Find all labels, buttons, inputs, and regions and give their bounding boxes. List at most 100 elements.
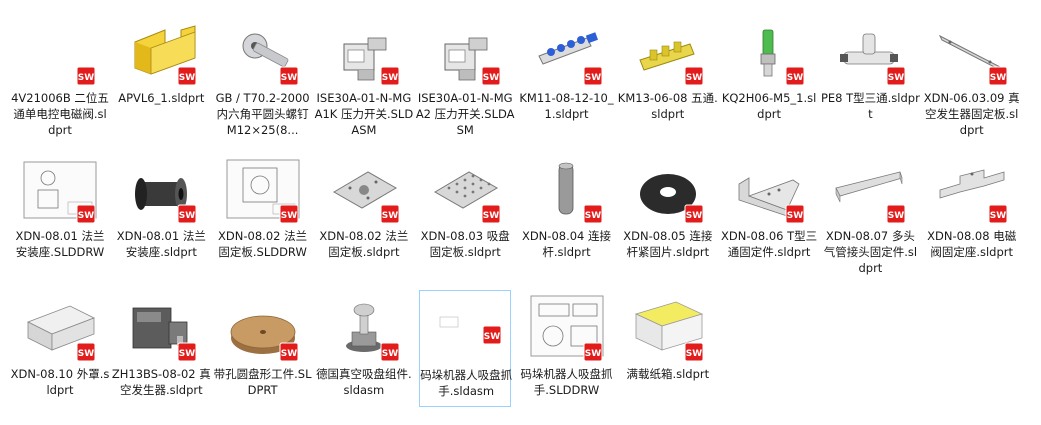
- file-name: KM11-08-12-10_1.sldprt: [519, 91, 614, 121]
- solidworks-icon: SW: [482, 325, 502, 345]
- file-name: XDN-08.10 外罩.sldprt: [10, 367, 110, 397]
- svg-text:SW: SW: [584, 211, 600, 221]
- file-item[interactable]: SW KM13-06-08 五通.sldprt: [618, 14, 718, 121]
- file-item[interactable]: SW 满载纸箱.sldprt: [622, 290, 714, 396]
- file-item[interactable]: SW XDN-08.08 电磁阀固定座.sldprt: [926, 152, 1018, 259]
- file-item[interactable]: SW KM11-08-12-10_1.sldprt: [519, 14, 614, 121]
- file-item[interactable]: SW ISE30A-01-N-MGA2 压力开关.SLDASM: [416, 14, 515, 137]
- file-name: 码垛机器人吸盘抓手.SLDDRW: [520, 367, 613, 397]
- svg-text:SW: SW: [382, 349, 398, 359]
- file-name: ISE30A-01-N-MGA1K 压力开关.SLDASM: [314, 91, 414, 137]
- file-name: KM13-06-08 五通.sldprt: [617, 91, 718, 121]
- file-item[interactable]: SW GB / T70.2-2000内六角平圆头螺钉M12×25(8...: [216, 14, 310, 137]
- svg-text:SW: SW: [382, 211, 398, 221]
- file-item[interactable]: SW 码垛机器人吸盘抓手.sldasm: [419, 290, 512, 407]
- svg-text:SW: SW: [179, 349, 195, 359]
- svg-text:SW: SW: [686, 73, 702, 83]
- file-thumbnail: [628, 16, 708, 92]
- solidworks-icon: SW: [886, 66, 906, 86]
- file-item[interactable]: SW 码垛机器人吸盘抓手.SLDDRW: [521, 290, 613, 397]
- file-thumbnail: [425, 16, 505, 92]
- file-name: XDN-08.05 连接杆紧固片.sldprt: [623, 229, 713, 259]
- file-thumbnail: [20, 292, 100, 368]
- file-name: 带孔圆盘形工件.SLDPRT: [213, 367, 312, 397]
- file-thumbnail: [830, 16, 910, 92]
- file-item[interactable]: SW 德国真空吸盘组件.sldasm: [316, 290, 412, 397]
- file-item[interactable]: SW APVL6_1.sldprt: [115, 14, 207, 120]
- svg-text:SW: SW: [584, 349, 600, 359]
- solidworks-icon: SW: [684, 66, 704, 86]
- file-name: 德国真空吸盘组件.sldasm: [316, 367, 412, 397]
- file-name: XDN-08.06 T型三通固定件.sldprt: [721, 229, 818, 259]
- solidworks-icon: SW: [279, 342, 299, 362]
- file-item[interactable]: SW XDN-08.03 吸盘固定板.sldprt: [419, 152, 511, 259]
- svg-text:SW: SW: [483, 211, 499, 221]
- file-name: XDN-08.03 吸盘固定板.sldprt: [420, 229, 510, 259]
- solidworks-icon: SW: [481, 66, 501, 86]
- solidworks-icon: SW: [76, 66, 96, 86]
- solidworks-icon: SW: [380, 204, 400, 224]
- svg-text:SW: SW: [179, 73, 195, 83]
- svg-text:SW: SW: [179, 211, 195, 221]
- solidworks-icon: SW: [886, 204, 906, 224]
- svg-text:SW: SW: [483, 73, 499, 83]
- file-item[interactable]: SW ZH13BS-08-02 真空发生器.sldprt: [112, 290, 211, 397]
- solidworks-icon: SW: [785, 66, 805, 86]
- file-thumbnail: [324, 16, 404, 92]
- file-name: KQ2H06-M5_1.sldprt: [721, 91, 817, 121]
- file-item[interactable]: SW XDN-08.04 连接杆.sldprt: [521, 152, 613, 259]
- file-item[interactable]: SW XDN-08.01 法兰安装座.SLDDRW: [14, 152, 106, 259]
- file-item[interactable]: SW XDN-08.10 外罩.sldprt: [11, 290, 109, 397]
- file-item[interactable]: SW ISE30A-01-N-MGA1K 压力开关.SLDASM: [315, 14, 413, 137]
- file-item[interactable]: SW 4V21006B 二位五通单电控电磁阀.sldprt: [11, 14, 109, 137]
- solidworks-icon: SW: [785, 204, 805, 224]
- file-thumbnail: [324, 292, 404, 368]
- file-item[interactable]: SW XDN-08.02 法兰固定板.SLDDRW: [217, 152, 309, 259]
- svg-text:SW: SW: [686, 349, 702, 359]
- solidworks-icon: SW: [279, 66, 299, 86]
- file-name: XDN-08.02 法兰固定板.sldprt: [319, 229, 409, 259]
- solidworks-icon: SW: [988, 204, 1008, 224]
- svg-text:SW: SW: [78, 73, 94, 83]
- file-thumbnail: [223, 16, 303, 92]
- file-name: XDN-08.07 多头气管接头固定件.sldprt: [823, 229, 918, 275]
- file-item[interactable]: SW 带孔圆盘形工件.SLDPRT: [214, 290, 312, 397]
- svg-text:SW: SW: [78, 211, 94, 221]
- file-item[interactable]: SW XDN-08.02 法兰固定板.sldprt: [318, 152, 410, 259]
- file-thumbnail: [324, 154, 404, 230]
- file-item[interactable]: SW XDN-08.07 多头气管接头固定件.sldprt: [824, 152, 917, 275]
- solidworks-icon: SW: [481, 204, 501, 224]
- file-item[interactable]: SW PE8 T型三通.sldprt: [821, 14, 920, 121]
- file-thumbnail: [527, 154, 607, 230]
- file-thumbnail: [729, 16, 809, 92]
- svg-text:SW: SW: [888, 73, 904, 83]
- file-name: XDN-08.01 法兰安装座.SLDDRW: [15, 229, 105, 259]
- svg-text:SW: SW: [888, 211, 904, 221]
- svg-text:SW: SW: [78, 349, 94, 359]
- solidworks-icon: SW: [279, 204, 299, 224]
- solidworks-icon: SW: [76, 204, 96, 224]
- file-thumbnail: [628, 154, 708, 230]
- file-item[interactable]: SW XDN-06.03.09 真空发生器固定板.sldprt: [924, 14, 1020, 137]
- svg-text:SW: SW: [280, 349, 296, 359]
- file-item[interactable]: SW XDN-08.01 法兰安装座.sldprt: [115, 152, 207, 259]
- solidworks-icon: SW: [988, 66, 1008, 86]
- svg-text:SW: SW: [280, 73, 296, 83]
- svg-text:SW: SW: [584, 73, 600, 83]
- file-name: 码垛机器人吸盘抓手.sldasm: [420, 368, 513, 398]
- solidworks-icon: SW: [583, 342, 603, 362]
- svg-text:SW: SW: [989, 211, 1005, 221]
- solidworks-icon: SW: [684, 204, 704, 224]
- file-item[interactable]: SW XDN-08.05 连接杆紧固片.sldprt: [622, 152, 714, 259]
- svg-text:SW: SW: [686, 211, 702, 221]
- solidworks-icon: SW: [583, 204, 603, 224]
- file-name: GB / T70.2-2000内六角平圆头螺钉M12×25(8...: [215, 91, 310, 137]
- file-name: APVL6_1.sldprt: [118, 91, 205, 105]
- file-item[interactable]: SW KQ2H06-M5_1.sldprt: [722, 14, 816, 121]
- file-thumbnail: [425, 154, 505, 230]
- solidworks-icon: SW: [76, 342, 96, 362]
- file-thumbnail: [121, 154, 201, 230]
- file-item[interactable]: SW XDN-08.06 T型三通固定件.sldprt: [721, 152, 817, 259]
- file-name: XDN-06.03.09 真空发生器固定板.sldprt: [923, 91, 1020, 137]
- solidworks-icon: SW: [177, 66, 197, 86]
